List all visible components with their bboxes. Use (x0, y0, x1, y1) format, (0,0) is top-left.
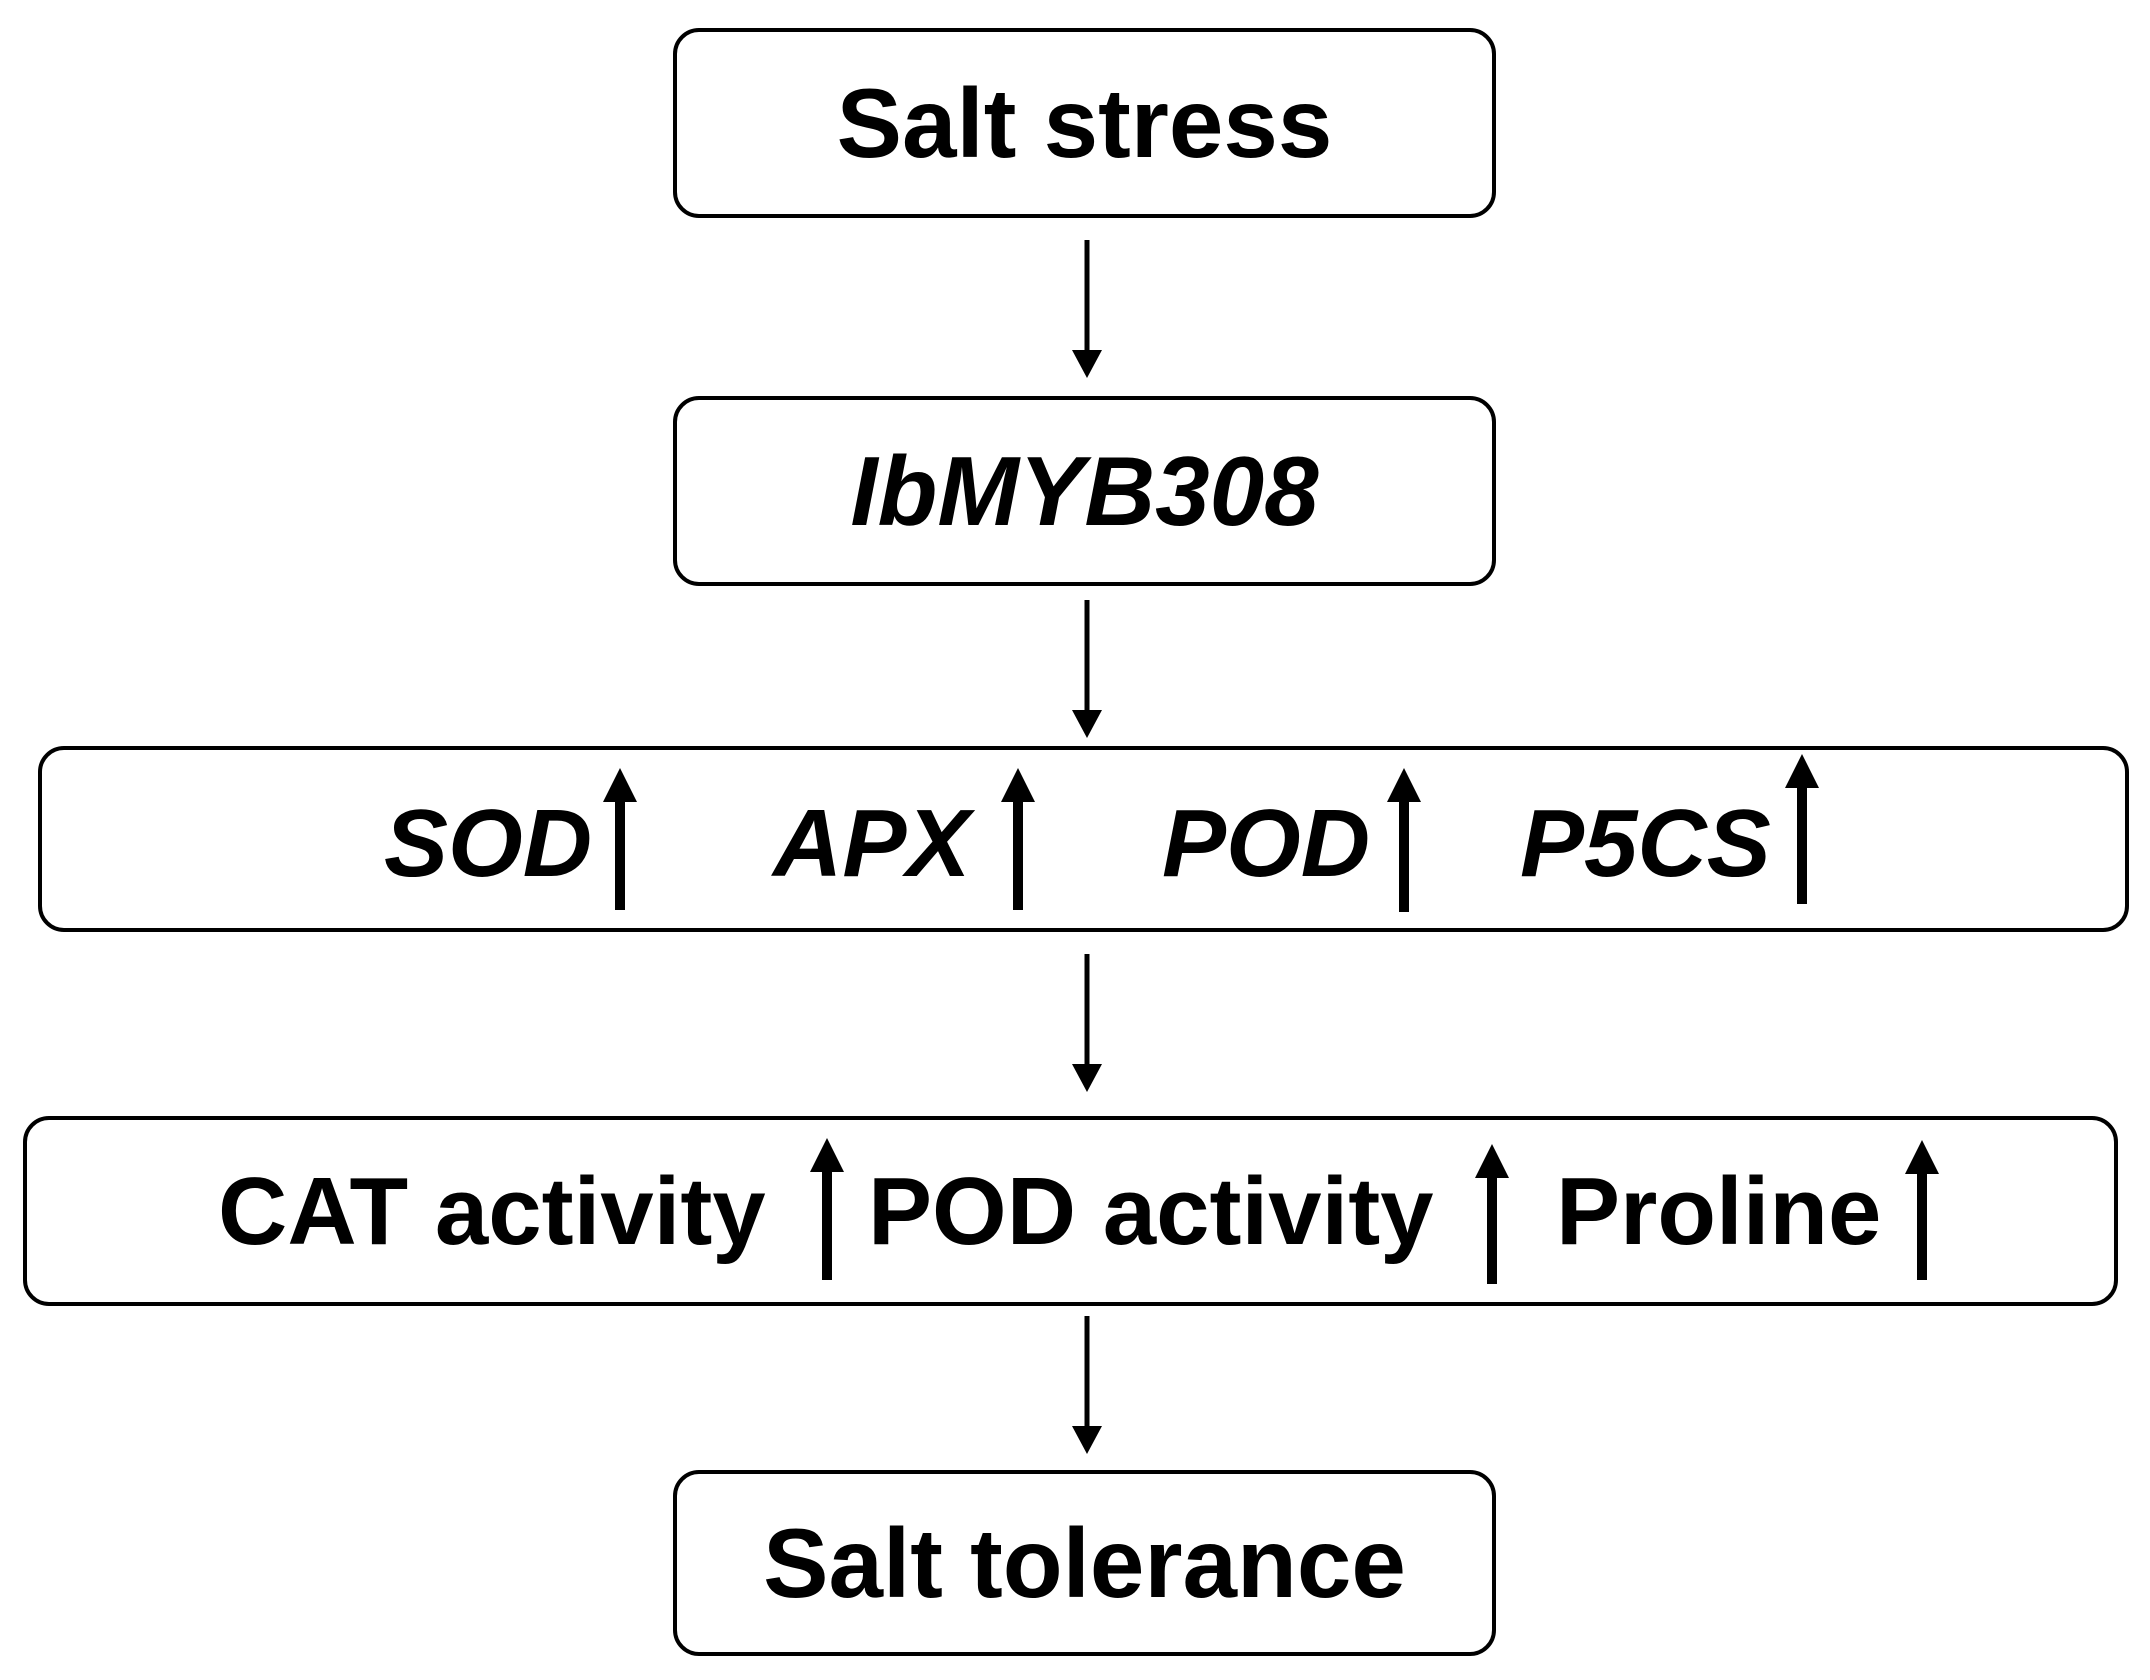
gene-p5cs-label: P5CS (1520, 790, 1771, 897)
pod-activity-label: POD activity (868, 1158, 1434, 1265)
salt-stress-label: Salt stress (836, 67, 1333, 178)
gene-apx-label: APX (773, 790, 971, 897)
gene-box: IbMYB308 (673, 396, 1496, 586)
gene-label: IbMYB308 (850, 435, 1319, 546)
salt-tolerance-label: Salt tolerance (763, 1507, 1406, 1618)
flow-arrow-1 (1072, 240, 1102, 378)
flow-arrow-4 (1072, 1316, 1102, 1454)
salt-stress-box: Salt stress (673, 28, 1496, 218)
gene-pod-label: POD (1162, 790, 1371, 897)
activities-box (23, 1116, 2118, 1306)
salt-tolerance-box: Salt tolerance (673, 1470, 1496, 1656)
flow-arrow-2 (1072, 600, 1102, 738)
gene-sod-label: SOD (384, 790, 593, 897)
flow-arrow-3 (1072, 954, 1102, 1092)
proline-label: Proline (1556, 1158, 1882, 1265)
cat-activity-label: CAT activity (218, 1158, 766, 1265)
upregulated-genes-box (38, 746, 2129, 932)
